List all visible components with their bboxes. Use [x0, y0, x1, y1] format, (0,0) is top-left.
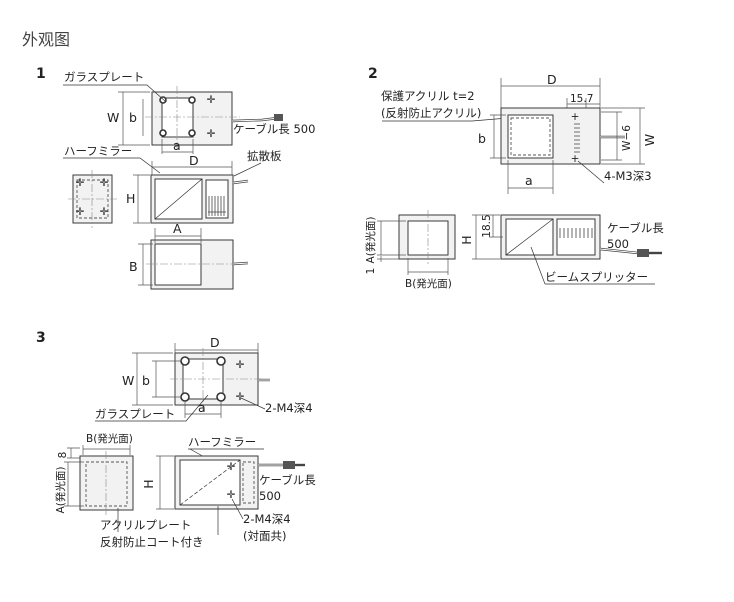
acrylic-plate-label: アクリルプレート: [100, 518, 191, 532]
cable-length-label: ケーブル長: [607, 221, 664, 235]
diagram-3: 3 D ✛ ✛ W b a ガラスプレート 2-M4深4 B(発光面) 8: [36, 330, 316, 549]
half-mirror-label: ハーフミラー: [64, 144, 132, 158]
tap-hole-mark: ✛: [207, 94, 216, 106]
tap-hole-mark: +: [571, 111, 580, 123]
cable-length-label: ケーブル長 500: [233, 122, 315, 136]
side-view-body: [79, 455, 134, 511]
screw-head: [180, 392, 190, 402]
screw-top-label: 2-M4深4: [265, 401, 313, 415]
dim-A: A: [173, 221, 182, 236]
dim-18-5: 18.5: [481, 214, 493, 237]
screw-head: [188, 129, 196, 137]
protect-acrylic-label: 保護アクリル t=2: [381, 89, 475, 103]
tap-hole-mark: ✛: [76, 206, 85, 218]
dim-A-face: A(発光面): [364, 217, 377, 264]
dim-b: b: [129, 110, 137, 125]
tap-hole-mark: ✛: [236, 359, 245, 371]
screw-label: 4-M3深3: [604, 169, 652, 183]
dim-B: B: [129, 259, 138, 274]
dim-8: 8: [57, 452, 69, 459]
cable-connector: [283, 461, 295, 469]
acrylic-plate-sub: 反射防止コート付き: [100, 535, 204, 549]
dim-D: D: [210, 335, 220, 350]
section-number: 2: [368, 66, 378, 82]
tap-hole-mark: ✛: [236, 391, 245, 403]
dim-D: D: [547, 72, 557, 87]
tap-hole-mark: ✛: [76, 177, 85, 189]
screw-head: [216, 356, 226, 366]
dim-b: b: [478, 131, 486, 146]
glass-plate-window: [161, 97, 194, 138]
dim-A-face: A(発光面): [54, 467, 67, 514]
diffuser-block: [205, 179, 229, 219]
dim-D: D: [189, 153, 199, 168]
protect-acrylic-sub: (反射防止アクリル): [381, 106, 481, 120]
tap-hole-mark: ✛: [100, 206, 109, 218]
tap-hole-mark: ✛: [207, 128, 216, 140]
dim-H: H: [126, 191, 135, 206]
cable-length-value: 500: [259, 489, 281, 503]
beam-splitter-label: ビームスプリッター: [545, 270, 648, 284]
screw-head: [180, 356, 190, 366]
glass-plate-label: ガラスプレート: [64, 70, 144, 84]
dim-b: b: [142, 373, 150, 388]
tap-hole-mark: ✛: [227, 489, 236, 501]
dim-H: H: [141, 479, 156, 488]
cable-connector: [637, 249, 649, 257]
tap-hole-mark: ✛: [227, 461, 236, 473]
screw-head: [159, 96, 167, 104]
tap-hole-mark: ✛: [100, 177, 109, 189]
diffuser-label: 拡散板: [247, 149, 282, 163]
half-mirror-label: ハーフミラー: [188, 435, 256, 449]
dim-a: a: [173, 138, 181, 153]
dim-15-7: 15.7: [570, 93, 593, 105]
screw-head: [188, 96, 196, 104]
dim-W: W: [122, 373, 134, 388]
screw-front-label: 2-M4深4: [243, 512, 291, 526]
screw-front-sub: (対面共): [243, 529, 286, 543]
dim-B-face: B(発光面): [405, 277, 452, 290]
bottom-window: [154, 243, 202, 286]
glass-plate-label: ガラスプレート: [95, 407, 175, 421]
cable-connector: [274, 114, 283, 121]
dim-H: H: [459, 235, 474, 244]
dim-W: W: [107, 110, 119, 125]
dim-a: a: [525, 173, 533, 188]
section-number: 1: [36, 66, 46, 82]
screw-head: [216, 392, 226, 402]
dim-B-face: B(発光面): [86, 432, 133, 445]
tap-hole-mark: +: [571, 153, 580, 165]
dim-1: 1: [365, 268, 377, 275]
acrylic-window: [507, 114, 554, 159]
dim-a: a: [198, 400, 206, 415]
cable-length-value: 500: [607, 237, 629, 251]
diagram-1: 1 ✛ ✛ W b a ガラスプレート ケーブル長 500 ハーフミラー 拡散板…: [36, 66, 315, 290]
page-title: 外观图: [22, 30, 71, 49]
section-number: 3: [36, 330, 46, 346]
screw-head: [159, 129, 167, 137]
dim-W-6: W−6: [621, 125, 633, 151]
cable-length-label: ケーブル長: [259, 473, 316, 487]
diagram-2: 2 D 15.7 保護アクリル t=2 (反射防止アクリル) + + W−6 W…: [364, 66, 664, 290]
dim-W: W: [642, 134, 657, 146]
